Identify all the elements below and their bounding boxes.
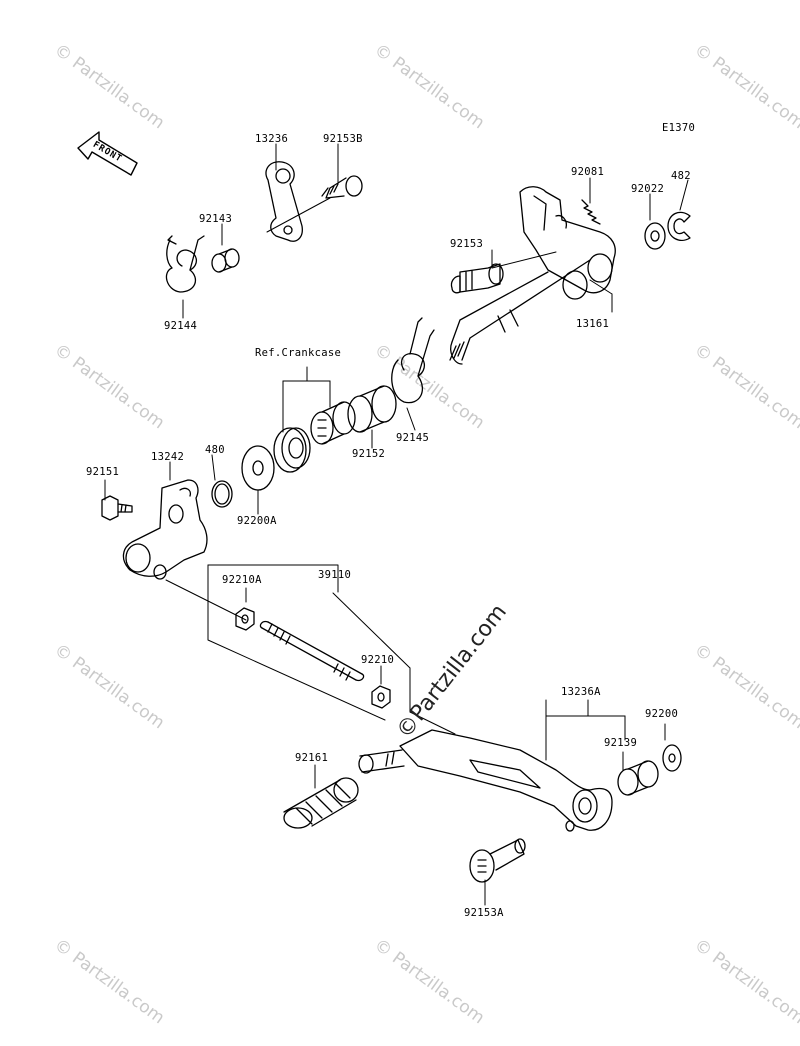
bushing-92152 [347,385,397,433]
part-label: 92153 [450,238,484,250]
part-label: 92139 [604,737,638,749]
nut-92210A [235,607,255,631]
bolt-92153B [321,175,363,199]
part-label: 13236A [561,686,601,698]
spring-92145 [391,317,435,404]
part-label: 92022 [631,183,665,195]
part-label: 92153A [464,907,504,919]
part-label: 92161 [295,752,329,764]
front-arrow-icon [77,131,138,176]
spring-92081 [581,199,601,225]
circlip-482 [667,211,691,241]
part-label: 92200 [645,708,679,720]
shaft-13161 [449,186,616,365]
ref-label: Ref.Crankcase [255,347,342,359]
diagram-code: E1370 [662,122,696,134]
oil-seal [273,427,311,473]
washer-92200A [241,445,275,491]
pedal-lever-13236A [358,729,613,832]
tie-rod-39110 [259,620,365,682]
part-label: 39110 [318,569,352,581]
circlip-480 [211,480,233,508]
part-label: 13161 [576,318,610,330]
nut-92210 [371,685,391,709]
part-label: 92153B [323,133,363,145]
part-label: 92151 [86,466,120,478]
bolt-92153A [469,838,526,883]
part-label: 92081 [571,166,605,178]
needle-bearing [310,401,356,445]
part-label: 92200A [237,515,277,527]
leader-lines [104,143,689,906]
lever-13236 [265,161,303,242]
collar-92139 [617,760,659,796]
spring-92144 [165,235,205,293]
rubber-92161 [283,777,359,829]
part-label: 92152 [352,448,386,460]
bolt-92153 [450,263,504,294]
part-label: 482 [671,170,691,182]
part-label: 480 [205,444,225,456]
part-label: 92210 [361,654,395,666]
washer-92200 [662,744,682,772]
bolt-92151 [101,495,133,521]
part-label: 92145 [396,432,430,444]
shift-lever-13242 [122,479,208,580]
washer-92022 [644,222,666,250]
part-label: 13236 [255,133,289,145]
collar-92143 [211,248,240,273]
part-label: 92144 [164,320,198,332]
part-label: 92210A [222,574,262,586]
part-label: 92143 [199,213,233,225]
part-label: 13242 [151,451,185,463]
